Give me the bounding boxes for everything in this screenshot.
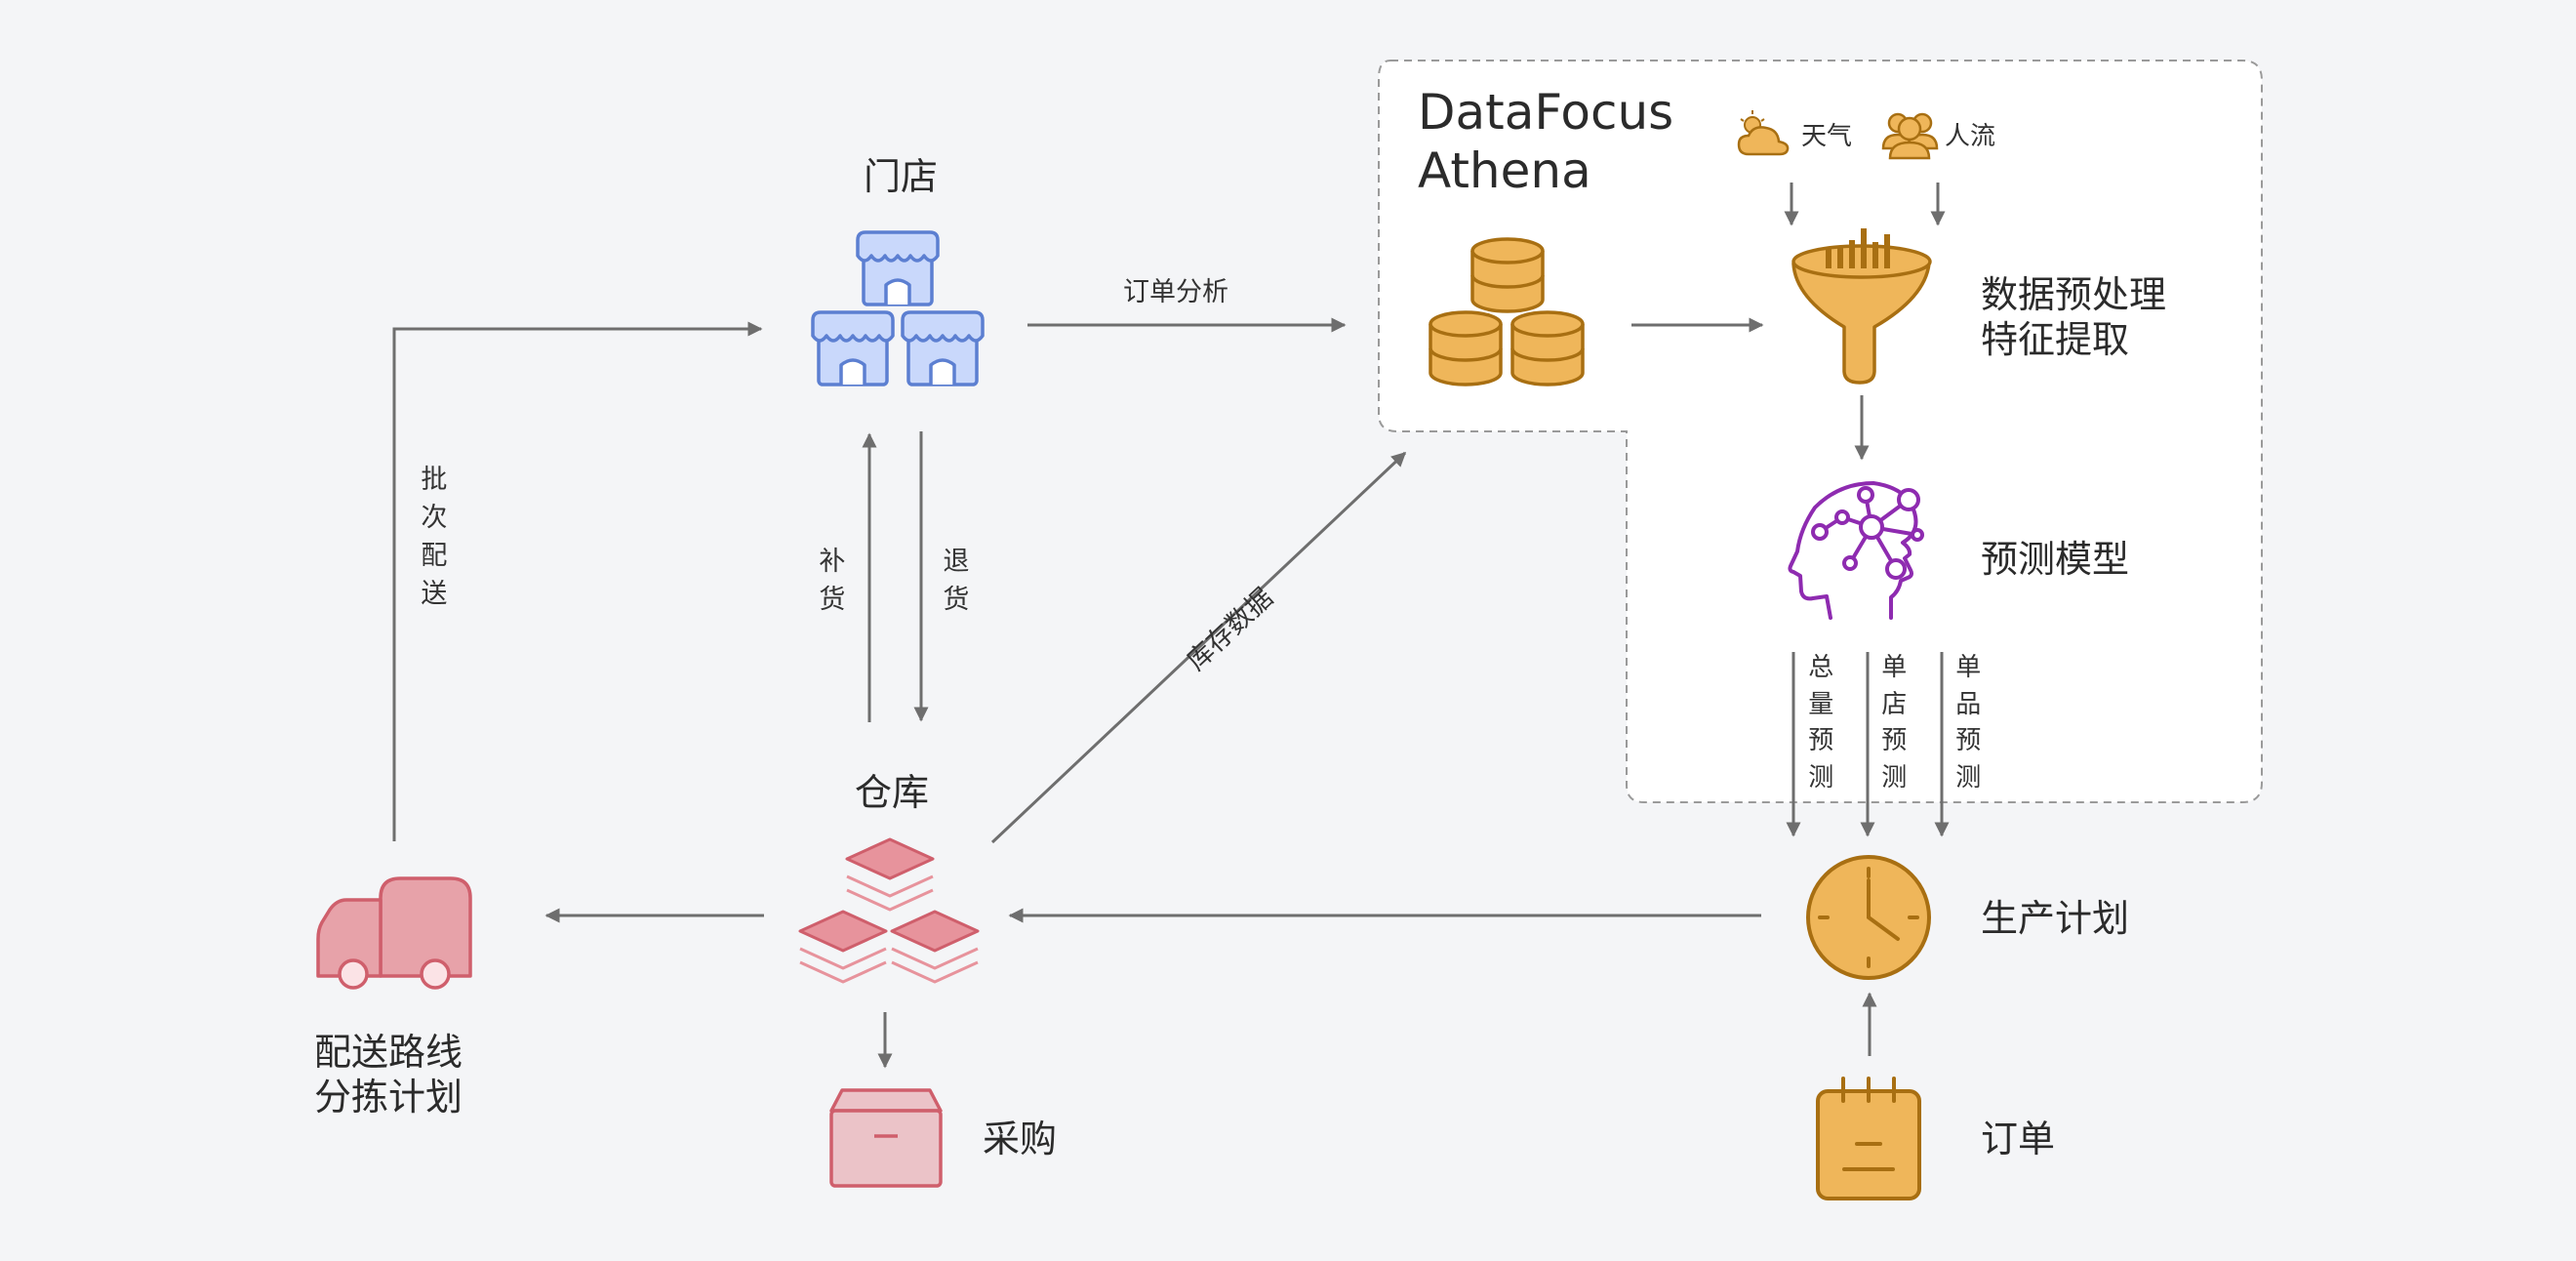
store-forecast-label: 单店预测	[1881, 653, 1908, 793]
return-label: 退货	[943, 547, 970, 616]
truck-icon	[316, 876, 472, 990]
replenish-label: 补货	[819, 547, 846, 616]
store-label: 门店	[863, 155, 939, 198]
delivery-label-line-2: 分拣计划	[314, 1075, 463, 1119]
database-icon	[1429, 237, 1585, 386]
preprocess-label-line-2: 特征提取	[1981, 317, 2130, 361]
weather-label: 天气	[1801, 122, 1853, 151]
purchase-label: 采购	[983, 1118, 1058, 1160]
total-forecast-label: 总量预测	[1808, 653, 1834, 793]
weather-icon	[1737, 110, 1790, 156]
notepad-icon	[1816, 1077, 1921, 1200]
people-flow-label: 人流	[1945, 122, 1996, 151]
warehouse-label: 仓库	[854, 771, 930, 814]
brand-line-2: Athena	[1418, 142, 1591, 199]
preprocess-label: 数据预处理 特征提取	[1981, 273, 2166, 362]
store-icon	[811, 230, 985, 386]
brand-line-1: DataFocus	[1418, 84, 1674, 141]
delivery-label: 配送路线 分拣计划	[314, 1031, 463, 1119]
item-forecast-label: 单品预测	[1955, 653, 1982, 793]
box-icon	[829, 1088, 943, 1188]
batch-delivery-label: 批次配送	[421, 465, 448, 610]
warehouse-icon	[798, 837, 980, 984]
order-label: 订单	[1981, 1118, 2056, 1160]
clock-icon	[1806, 855, 1931, 980]
preprocess-label-line-1: 数据预处理	[1981, 273, 2167, 316]
brand-title: DataFocus Athena	[1418, 83, 1673, 200]
arrow-inventory-data	[990, 451, 1407, 844]
production-label: 生产计划	[1981, 897, 2130, 940]
athena-panel	[1378, 60, 2263, 803]
ai-head-icon	[1788, 481, 1924, 620]
order-analysis-label: 订单分析	[1123, 277, 1228, 307]
arrow-batch-delivery	[392, 321, 763, 841]
delivery-label-line-1: 配送路线	[314, 1031, 463, 1074]
people-icon	[1881, 112, 1939, 160]
funnel-icon	[1791, 228, 1932, 385]
model-label: 预测模型	[1981, 538, 2130, 581]
